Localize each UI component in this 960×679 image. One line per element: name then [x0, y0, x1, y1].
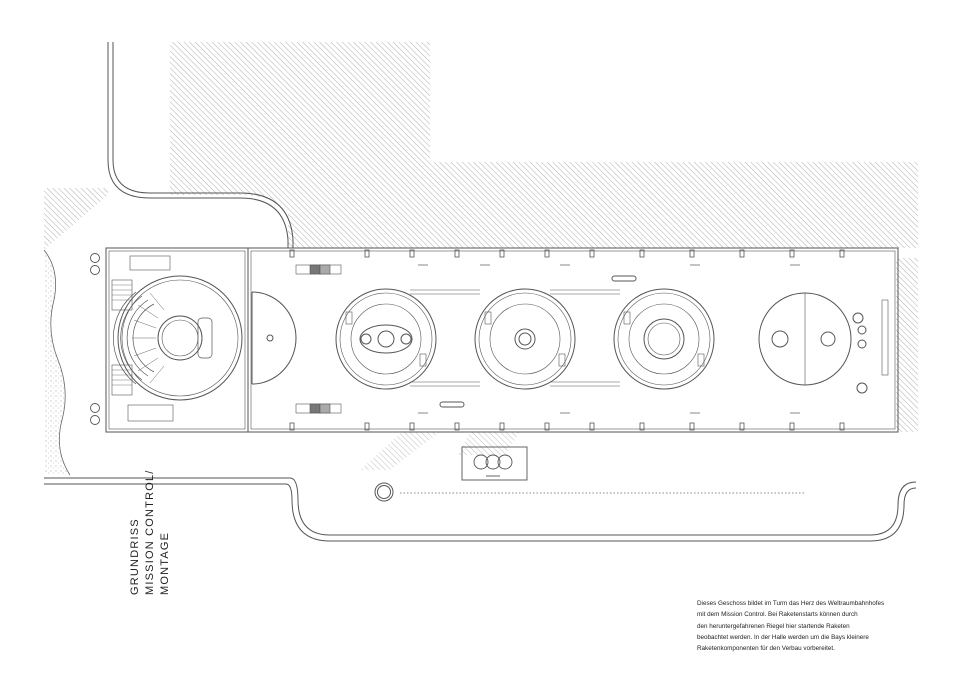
hatched-terrain — [44, 42, 918, 470]
description-line-5: Raketenkomponenten für den Verbau vorber… — [697, 645, 835, 653]
plan-title-line-3: MONTAGE — [159, 531, 171, 595]
plan-title: GRUNDRISS MISSION CONTROL/ MONTAGE — [128, 469, 173, 595]
coastline — [43, 249, 71, 476]
road-lines — [44, 42, 917, 542]
assembly-hall — [247, 247, 899, 433]
description-line-2: mit dem Mission Control. Bei Raketenstar… — [697, 611, 858, 619]
plan-title-line-2: MISSION CONTROL/ — [144, 469, 156, 595]
tank-circles — [90, 253, 100, 425]
rocket-bay-2 — [474, 288, 576, 390]
mission-control-building — [105, 247, 249, 433]
rocket-bay-1 — [335, 288, 437, 390]
launch-pad-platform — [461, 446, 528, 481]
rocket-bay-3 — [613, 288, 715, 390]
plan-title-line-1: GRUNDRISS — [129, 518, 141, 595]
test-circle — [758, 292, 889, 394]
description-line-3: den heruntergefahrenen Riegel hier start… — [697, 622, 850, 630]
description-line-1: Dieses Geschoss bildet im Turm das Herz … — [697, 600, 885, 607]
plan-description: Dieses Geschoss bildet im Turm das Herz … — [697, 598, 927, 654]
description-line-4: beobachtet werden. In der Halle werden u… — [697, 633, 869, 641]
